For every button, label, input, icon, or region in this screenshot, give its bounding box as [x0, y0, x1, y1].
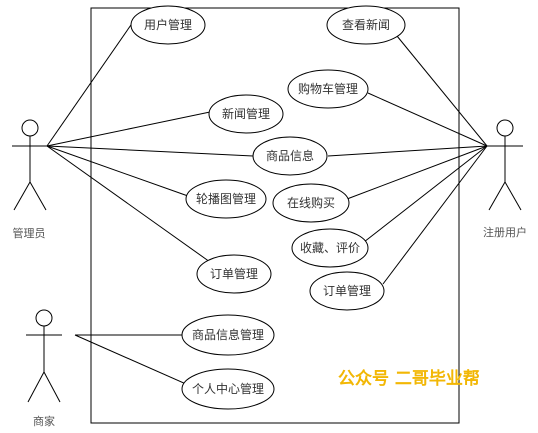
user-associations — [327, 35, 488, 285]
watermark: 公众号 二哥毕业帮 — [338, 369, 480, 389]
assoc-merchant-personal-center — [74, 334, 187, 385]
assoc-admin-carousel-mgmt — [46, 145, 189, 197]
use-case-order-mgmt-admin: 订单管理 — [196, 254, 272, 294]
use-case-view-news: 查看新闻 — [326, 5, 406, 45]
admin-associations — [46, 21, 254, 263]
assoc-admin-order-mgmt — [46, 145, 211, 263]
use-case-label: 订单管理 — [210, 266, 258, 281]
actor-merchant — [26, 309, 62, 403]
actor-merchant-label: 商家 — [33, 414, 55, 428]
use-case-label: 轮播图管理 — [196, 191, 256, 206]
actor-user-label: 注册用户 — [483, 225, 527, 239]
use-case-label: 商品信息 — [266, 148, 314, 163]
use-case-label: 收藏、评价 — [300, 241, 360, 255]
assoc-user-cart-mgmt — [367, 92, 488, 147]
use-case-label: 用户管理 — [144, 17, 192, 32]
system-boundary — [90, 7, 460, 424]
use-case-carousel-mgmt: 轮播图管理 — [185, 179, 267, 219]
use-case-online-buy: 在线购买 — [272, 183, 350, 223]
use-case-label: 购物车管理 — [298, 81, 358, 96]
use-case-label: 在线购买 — [287, 195, 335, 210]
assoc-user-collect-review — [363, 145, 488, 243]
assoc-admin-user-mgmt — [46, 21, 134, 147]
use-case-product-info-mgmt: 商品信息管理 — [181, 314, 275, 356]
use-case-product-info: 商品信息 — [252, 136, 328, 176]
assoc-user-online-buy — [346, 145, 488, 200]
use-case-label: 新闻管理 — [222, 106, 270, 121]
assoc-admin-product-info — [46, 145, 254, 157]
actor-head — [21, 119, 39, 137]
actor-registered-user — [487, 119, 523, 211]
actor-head — [35, 309, 53, 327]
actor-head — [496, 119, 514, 137]
assoc-user-product-info — [327, 145, 488, 157]
use-case-cart-mgmt: 购物车管理 — [287, 69, 369, 109]
use-case-order-mgmt-user: 订单管理 — [309, 271, 385, 311]
assoc-user-order-mgmt — [382, 145, 488, 285]
actor-admin — [12, 119, 48, 211]
use-case-label: 个人中心管理 — [192, 381, 264, 396]
use-case-news-mgmt: 新闻管理 — [208, 94, 284, 134]
use-case-collect-review: 收藏、评价 — [291, 228, 369, 268]
actor-admin-label: 管理员 — [13, 226, 46, 240]
assoc-admin-news-mgmt — [46, 111, 211, 147]
merchant-associations — [74, 334, 187, 385]
use-case-user-mgmt: 用户管理 — [130, 5, 206, 45]
use-case-personal-center-mgmt: 个人中心管理 — [181, 368, 275, 410]
use-case-label: 订单管理 — [323, 283, 371, 298]
use-case-label: 查看新闻 — [342, 17, 390, 32]
use-case-label: 商品信息管理 — [192, 327, 264, 342]
assoc-user-view-news — [396, 35, 488, 147]
